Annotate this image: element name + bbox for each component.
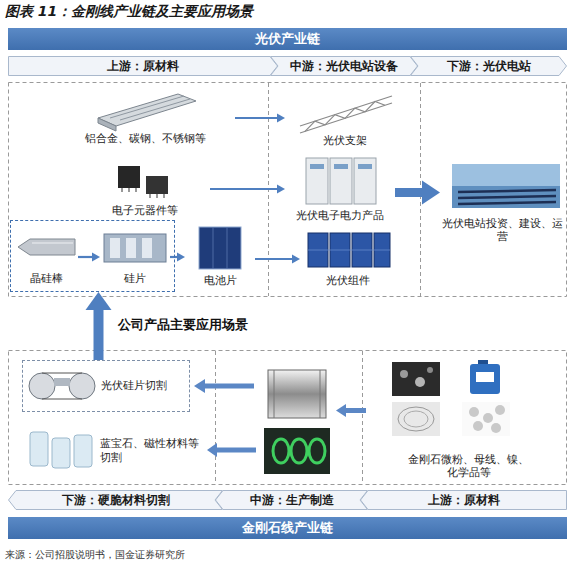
- pv-bracket-icon: [300, 96, 392, 133]
- connector-arrow: [395, 181, 440, 205]
- connector-line: [255, 258, 294, 260]
- arrow-head: [292, 255, 300, 264]
- node-text: 光伏硅片切割: [101, 379, 167, 393]
- chevron-outline: [9, 57, 278, 76]
- connector-arrow: [210, 185, 285, 194]
- chevron-outline: [271, 57, 418, 76]
- arrow-head: [92, 253, 100, 262]
- stage-chevron: 下游：硬脆材料切割: [8, 490, 223, 510]
- flow-arrow: [194, 379, 366, 457]
- arrow-head: [277, 185, 285, 194]
- connector-line: [210, 188, 279, 190]
- connector-arrow: [78, 253, 100, 262]
- node-text: 光伏支架: [323, 134, 367, 148]
- node-text: 铝合金、碳钢、不锈钢等: [85, 132, 206, 146]
- wafer-icon: [104, 234, 166, 262]
- chain-band: 光伏产业链: [8, 28, 567, 50]
- node-text: 电池片: [204, 274, 237, 288]
- electronic-component-icon: [118, 166, 168, 198]
- connector-arrow: [235, 114, 285, 123]
- pv-station-photo: [452, 164, 560, 208]
- connector-line: [235, 117, 279, 119]
- application-item: 蓝宝石、磁性材料等切割: [22, 425, 205, 477]
- node-text: 下游：硬脆材料切割: [62, 493, 170, 508]
- node-text: 中游：光伏电站设备: [290, 59, 398, 74]
- equipment-item: 光伏支架: [285, 88, 405, 150]
- chevron-outline: [411, 57, 567, 76]
- silicon-rod-icon: [18, 239, 75, 255]
- connector-arrow: [170, 253, 185, 262]
- node-text: 上游：原材料: [107, 59, 179, 74]
- equipment-item: 光伏组件: [300, 228, 395, 290]
- stage-chevron: 上游：原材料: [8, 56, 278, 76]
- material-item: 电池片: [185, 222, 255, 290]
- stage-chevron: 下游：光伏电站: [410, 56, 567, 76]
- connector-line: [78, 256, 94, 258]
- node-text: 金刚石线产业链: [242, 520, 333, 536]
- chevron-outline: [361, 491, 567, 510]
- silicon-group: 晶硅棒 硅片: [10, 220, 175, 292]
- stage-chevron: 中游：光伏电站设备: [270, 56, 418, 76]
- equipment-item: 光伏电子电力产品: [285, 155, 395, 225]
- node-text: 光伏组件: [326, 274, 370, 288]
- connector-line: [94, 306, 104, 360]
- chevron-outline: [216, 491, 368, 510]
- production-photo: [264, 428, 330, 474]
- region-frame: [9, 83, 567, 485]
- material-item: 金刚石微粉、母线、镍、化学品等: [372, 358, 565, 482]
- arrow-head: [277, 114, 285, 123]
- diamond-wire-spool-photo: [268, 370, 326, 418]
- material-item: 铝合金、碳钢、不锈钢等: [55, 88, 235, 148]
- node-text: 光伏产业链: [255, 31, 320, 47]
- chart-title: 图表 11：金刚线产业链及主要应用场景: [5, 3, 253, 21]
- station-item: 光伏电站投资、建设、运营: [440, 160, 565, 246]
- node-text: 光伏电站投资、建设、运营: [442, 217, 563, 245]
- node-text: 硅片: [124, 272, 146, 286]
- source-note: 来源：公司招股说明书，国金证券研究所: [5, 548, 185, 562]
- arrow-head: [422, 181, 440, 205]
- solar-cell-icon: [199, 227, 241, 269]
- node-text: 蓝宝石、磁性材料等切割: [100, 437, 201, 465]
- node-text: 电子元器件等: [112, 204, 178, 218]
- arrow-head: [177, 253, 185, 262]
- chain-band: 金刚石线产业链: [8, 517, 567, 539]
- connector-arrow: [86, 292, 112, 360]
- chevron-outline: [9, 491, 223, 510]
- material-item: 晶硅棒: [15, 226, 78, 288]
- stage-chevron: 中游：生产制造: [215, 490, 368, 510]
- connector-line: [395, 188, 426, 197]
- node-text: 金刚石微粉、母线、镍、化学品等: [406, 453, 531, 481]
- application-box: 光伏硅片切割: [22, 360, 190, 412]
- node-text: 上游：原材料: [428, 493, 500, 508]
- aluminum-profile-icon: [98, 94, 196, 131]
- wire-saw-icon: [29, 373, 95, 399]
- sapphire-icon: [30, 432, 92, 468]
- connector-arrow: [255, 255, 300, 264]
- material-item: 硅片: [100, 226, 170, 288]
- node-text: 光伏电子电力产品: [296, 209, 384, 223]
- node-text: 晶硅棒: [30, 272, 63, 286]
- pv-module-icon: [308, 233, 390, 267]
- node-text: 中游：生产制造: [250, 493, 334, 508]
- raw-material-photos: [392, 360, 510, 436]
- node-text: 下游：光伏电站: [447, 59, 531, 74]
- stage-chevron: 上游：原材料: [360, 490, 567, 510]
- annotation-text: 公司产品主要应用场景: [118, 316, 248, 334]
- arrow-head: [86, 292, 112, 310]
- power-cabinet-icon: [306, 158, 376, 204]
- material-item: 电子元器件等: [80, 158, 210, 220]
